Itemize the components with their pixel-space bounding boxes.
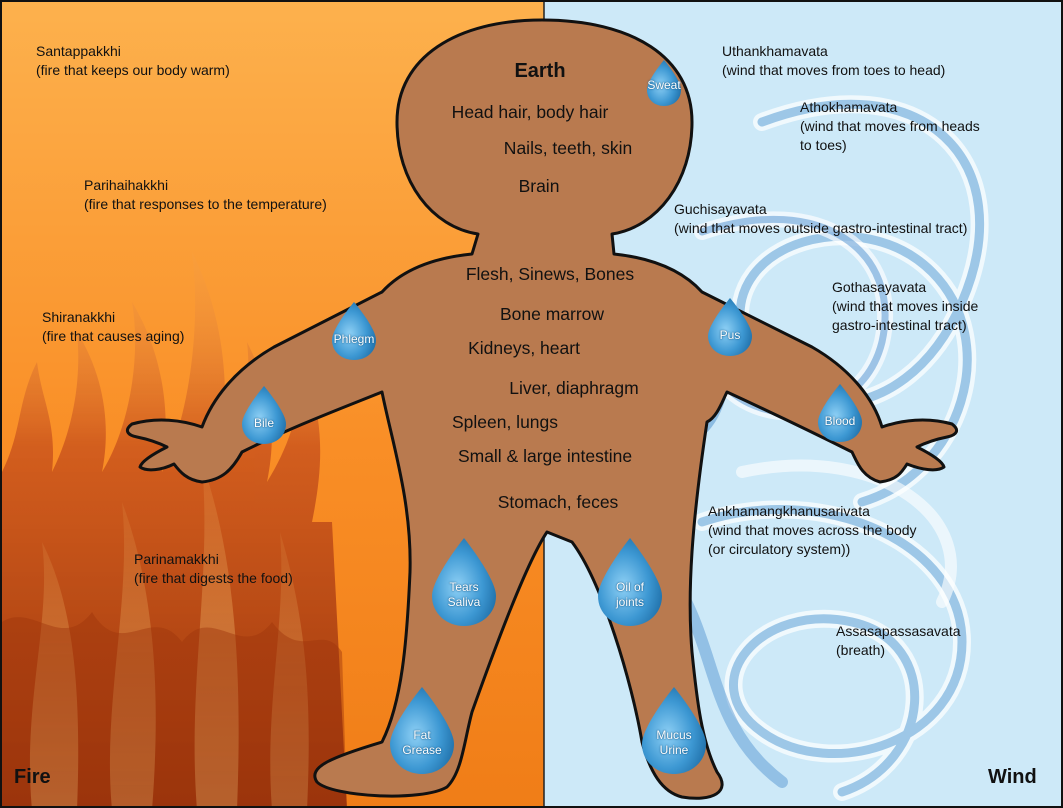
fire-label-name: Parihaihakkhi bbox=[84, 176, 327, 195]
earth-item-marrow: Bone marrow bbox=[500, 304, 604, 325]
drop-label-line: Bile bbox=[254, 416, 274, 431]
wind-label-gothasayavata: Gothasayavata (wind that moves inside ga… bbox=[832, 278, 978, 335]
drop-label-oil: Oil of joints bbox=[616, 580, 644, 610]
wind-label-desc: (wind that moves from heads bbox=[800, 117, 980, 136]
drop-label-line: Sweat bbox=[647, 78, 680, 93]
wind-label-name: Uthankhamavata bbox=[722, 42, 945, 61]
drop-label-line: Tears bbox=[448, 580, 481, 595]
drop-label-line: Urine bbox=[656, 743, 691, 758]
wind-label-guchisayavata: Guchisayavata (wind that moves outside g… bbox=[674, 200, 967, 238]
drop-label-line: Pus bbox=[720, 328, 741, 343]
wind-label-desc-2: gastro-intestinal tract) bbox=[832, 316, 978, 335]
wind-label-assasapassasavata: Assasapassasavata (breath) bbox=[836, 622, 961, 660]
drop-label-line: Blood bbox=[825, 414, 856, 429]
wind-section-label: Wind bbox=[988, 766, 1037, 789]
drop-label-line: joints bbox=[616, 595, 644, 610]
wind-label-athokhamavata: Athokhamavata (wind that moves from head… bbox=[800, 98, 980, 155]
wind-label-desc-2: to toes) bbox=[800, 136, 980, 155]
drop-label-sweat: Sweat bbox=[647, 78, 680, 93]
wind-label-name: Assasapassasavata bbox=[836, 622, 961, 641]
drop-label-tears: Tears Saliva bbox=[448, 580, 481, 610]
wind-label-uthankhamavata: Uthankhamavata (wind that moves from toe… bbox=[722, 42, 945, 80]
fire-label-name: Parinamakkhi bbox=[134, 550, 293, 569]
drop-label-mucus: Mucus Urine bbox=[656, 728, 691, 758]
earth-item-spleen: Spleen, lungs bbox=[452, 412, 558, 433]
drop-label-phlegm: Phlegm bbox=[334, 332, 375, 347]
drop-label-blood: Blood bbox=[825, 414, 856, 429]
fire-label-desc: (fire that keeps our body warm) bbox=[36, 61, 230, 80]
fire-label-name: Shiranakkhi bbox=[42, 308, 184, 327]
wind-label-name: Guchisayavata bbox=[674, 200, 967, 219]
fire-label-santappakkhi: Santappakkhi (fire that keeps our body w… bbox=[36, 42, 230, 80]
earth-item-stomach: Stomach, feces bbox=[498, 492, 619, 513]
earth-item-liver: Liver, diaphragm bbox=[509, 378, 638, 399]
wind-label-desc: (wind that moves outside gastro-intestin… bbox=[674, 219, 967, 238]
fire-label-desc: (fire that causes aging) bbox=[42, 327, 184, 346]
fire-label-desc: (fire that responses to the temperature) bbox=[84, 195, 327, 214]
earth-item-hair: Head hair, body hair bbox=[452, 102, 609, 123]
earth-item-brain: Brain bbox=[519, 176, 560, 197]
fire-label-shiranakkhi: Shiranakkhi (fire that causes aging) bbox=[42, 308, 184, 346]
wind-label-desc: (wind that moves from toes to head) bbox=[722, 61, 945, 80]
wind-label-ankhamangkhanusarivata: Ankhamangkhanusarivata (wind that moves … bbox=[708, 502, 917, 559]
drop-label-fat: Fat Grease bbox=[402, 728, 441, 758]
drop-label-line: Oil of bbox=[616, 580, 644, 595]
drop-label-line: Grease bbox=[402, 743, 441, 758]
earth-item-flesh: Flesh, Sinews, Bones bbox=[466, 264, 634, 285]
earth-item-kidneys: Kidneys, heart bbox=[468, 338, 580, 359]
fire-label-name: Santappakkhi bbox=[36, 42, 230, 61]
fire-label-desc: (fire that digests the food) bbox=[134, 569, 293, 588]
drop-label-line: Saliva bbox=[448, 595, 481, 610]
fire-section-label: Fire bbox=[14, 766, 51, 789]
wind-label-name: Gothasayavata bbox=[832, 278, 978, 297]
earth-item-intestine: Small & large intestine bbox=[458, 446, 632, 467]
wind-label-desc: (wind that moves across the body bbox=[708, 521, 917, 540]
drop-label-line: Fat bbox=[402, 728, 441, 743]
drop-label-bile: Bile bbox=[254, 416, 274, 431]
wind-label-desc: (wind that moves inside bbox=[832, 297, 978, 316]
wind-label-name: Ankhamangkhanusarivata bbox=[708, 502, 917, 521]
drop-label-line: Mucus bbox=[656, 728, 691, 743]
drop-label-pus: Pus bbox=[720, 328, 741, 343]
wind-label-name: Athokhamavata bbox=[800, 98, 980, 117]
earth-heading: Earth bbox=[514, 60, 565, 83]
drop-label-line: Phlegm bbox=[334, 332, 375, 347]
wind-label-desc-2: (or circulatory system)) bbox=[708, 540, 917, 559]
wind-label-desc: (breath) bbox=[836, 641, 961, 660]
earth-item-nails: Nails, teeth, skin bbox=[504, 138, 632, 159]
fire-label-parinamakkhi: Parinamakkhi (fire that digests the food… bbox=[134, 550, 293, 588]
fire-label-parihaihakkhi: Parihaihakkhi (fire that responses to th… bbox=[84, 176, 327, 214]
